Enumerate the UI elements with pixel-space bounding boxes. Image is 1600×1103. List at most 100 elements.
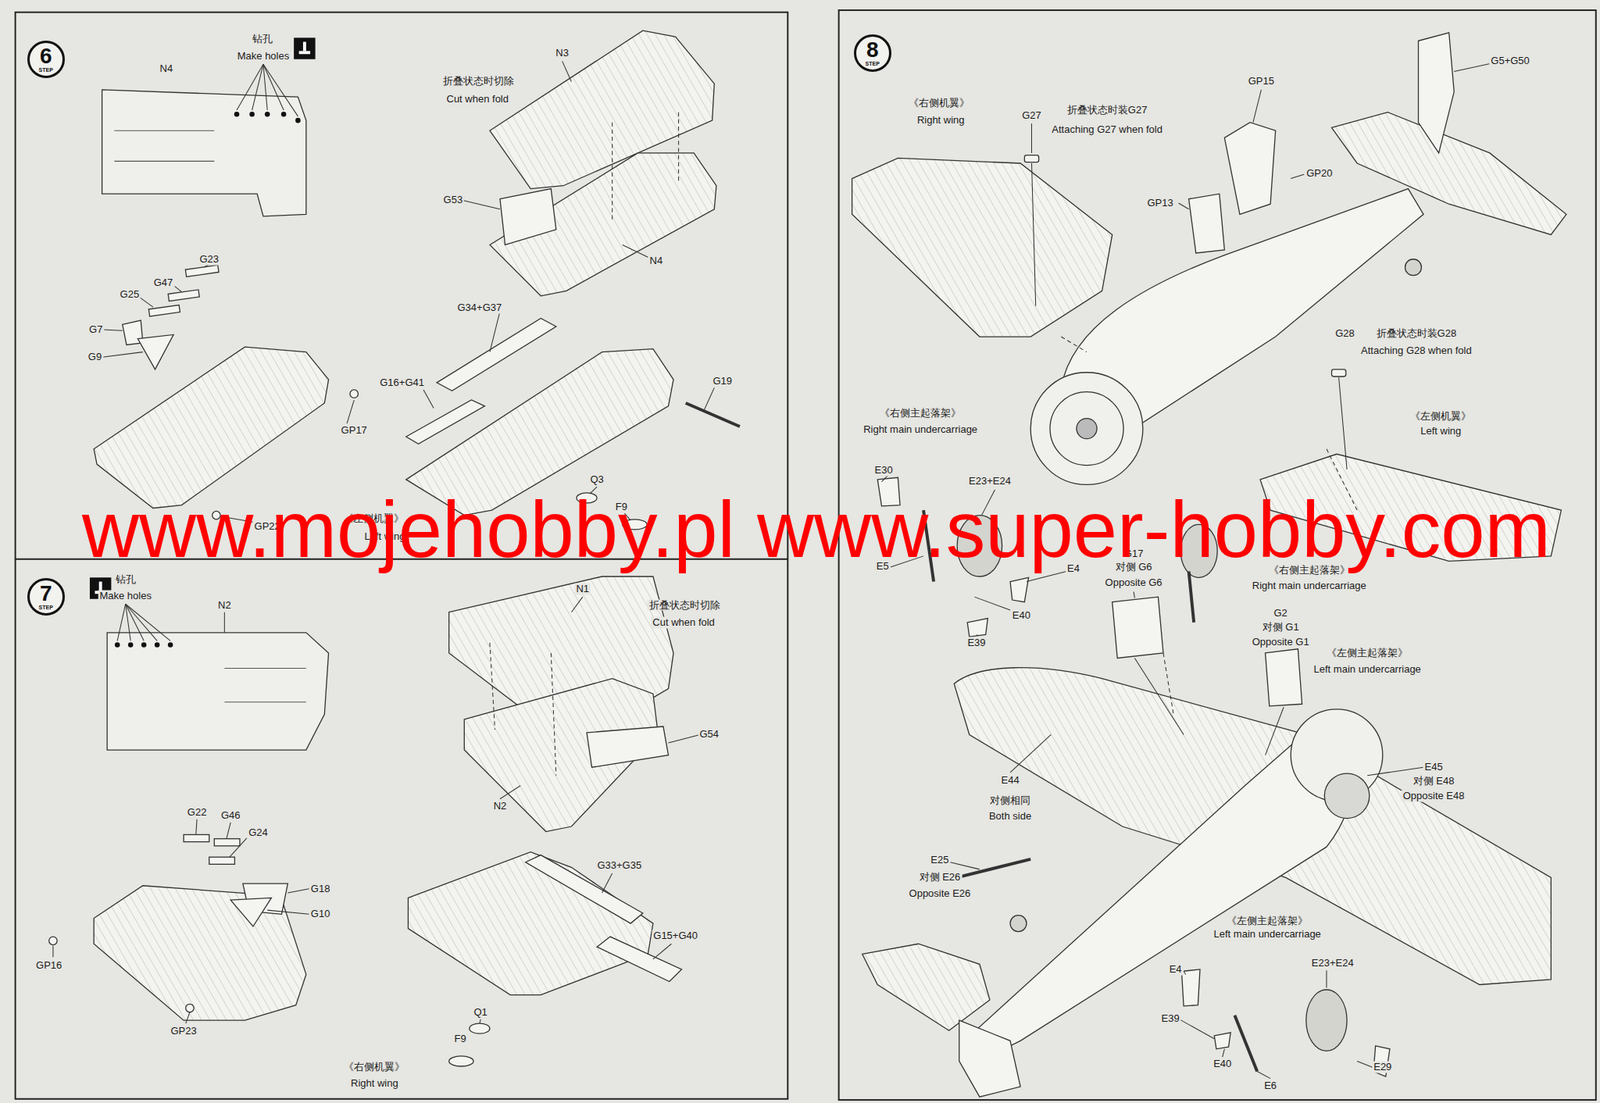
leader-line bbox=[224, 612, 225, 633]
callout-label: GP15 bbox=[1246, 75, 1276, 88]
callout-label: N4 bbox=[158, 62, 175, 75]
callout-label: E45 bbox=[1423, 761, 1445, 774]
leader-line bbox=[974, 596, 1011, 611]
part-outline bbox=[167, 289, 200, 302]
callout-label: F9 bbox=[452, 1032, 468, 1045]
drill-hole bbox=[167, 642, 174, 648]
leader-line bbox=[1357, 1060, 1373, 1068]
engine-cowl bbox=[1076, 418, 1097, 440]
leader-line bbox=[1133, 592, 1135, 599]
drill-icon bbox=[293, 37, 315, 59]
callout-label: 对侧相同 bbox=[988, 795, 1033, 808]
wheel bbox=[1405, 259, 1422, 276]
callout-label: G16+G41 bbox=[378, 376, 426, 389]
part-outline bbox=[214, 839, 240, 847]
alignment-line bbox=[611, 122, 613, 220]
callout-label: N1 bbox=[574, 582, 591, 595]
callout-label: Both side bbox=[987, 810, 1033, 822]
callout-label: G9 bbox=[86, 351, 104, 364]
flat-part bbox=[107, 632, 329, 750]
callout-label: Q1 bbox=[472, 1006, 490, 1018]
callout-label: 折叠状态时切除 bbox=[441, 75, 516, 88]
part-outline bbox=[148, 304, 180, 317]
leader-line bbox=[1453, 63, 1492, 72]
engine-cowl bbox=[1030, 372, 1143, 486]
callout-label: 《左侧机翼》 bbox=[1408, 410, 1473, 422]
callout-label: 对侧 E48 bbox=[1411, 775, 1457, 788]
leader-line bbox=[1031, 123, 1033, 154]
callout-label: Left main undercarriage bbox=[1212, 928, 1323, 941]
callout-label: E25 bbox=[928, 854, 950, 867]
leader-line bbox=[653, 943, 672, 960]
callout-label: G25 bbox=[118, 289, 142, 301]
callout-label: Right main undercarriage bbox=[861, 423, 979, 436]
leader-line bbox=[287, 889, 309, 893]
part-outline bbox=[500, 189, 557, 246]
callout-label: Opposite G6 bbox=[1103, 576, 1165, 589]
leader-line bbox=[263, 64, 298, 117]
callout-label: Cut when fold bbox=[650, 616, 717, 629]
callout-label: E44 bbox=[999, 775, 1021, 787]
leader-line bbox=[668, 734, 700, 743]
leader-line bbox=[125, 603, 158, 641]
part-outline bbox=[350, 389, 358, 398]
part-outline bbox=[1024, 155, 1039, 163]
callout-label: G2 bbox=[1272, 607, 1290, 620]
leader-line bbox=[562, 60, 572, 82]
leader-line bbox=[703, 387, 715, 411]
leader-line bbox=[1183, 971, 1186, 975]
leader-line bbox=[571, 596, 583, 613]
callout-label: Cut when fold bbox=[445, 92, 511, 105]
leader-line bbox=[196, 819, 197, 836]
alignment-line bbox=[1060, 336, 1087, 353]
alignment-line bbox=[1163, 653, 1174, 715]
alignment-line bbox=[550, 653, 557, 776]
callout-label: Make holes bbox=[97, 589, 153, 602]
detail-line bbox=[114, 130, 307, 702]
callout-label: E29 bbox=[1371, 1061, 1393, 1074]
part-outline bbox=[406, 400, 486, 444]
callout-label: G53 bbox=[442, 194, 465, 207]
callout-label: E39 bbox=[1160, 1012, 1182, 1025]
wing-part bbox=[93, 346, 329, 508]
callout-label: E6 bbox=[1262, 1079, 1279, 1092]
leader-line bbox=[489, 310, 500, 352]
callout-label: E4 bbox=[1167, 963, 1184, 975]
callout-label: G10 bbox=[309, 908, 333, 921]
part-outline bbox=[1418, 32, 1455, 154]
callout-label: G27 bbox=[1020, 109, 1043, 122]
callout-label: N2 bbox=[492, 800, 509, 812]
callout-label: 《左侧主起落架》 bbox=[1225, 915, 1310, 928]
callout-label: G5+G50 bbox=[1489, 55, 1532, 68]
callout-label: Left wing bbox=[1418, 425, 1463, 438]
leader-line bbox=[267, 910, 310, 915]
part-outline bbox=[436, 318, 557, 392]
alignment-line bbox=[678, 112, 679, 184]
gear-strut bbox=[1234, 1015, 1258, 1072]
part-outline bbox=[185, 264, 219, 277]
leader-line bbox=[1339, 377, 1347, 470]
callout-label: 折叠状态时装G27 bbox=[1065, 104, 1150, 117]
callout-label: G34+G37 bbox=[456, 302, 504, 315]
leader-line bbox=[976, 634, 978, 636]
part-outline bbox=[596, 936, 682, 982]
callout-label: G28 bbox=[1333, 328, 1357, 340]
callout-label: GP23 bbox=[168, 1025, 198, 1038]
callout-label: G7 bbox=[87, 323, 104, 336]
leader-line bbox=[1177, 1018, 1215, 1040]
drill-icon-mark bbox=[299, 50, 311, 54]
leader-line bbox=[1367, 767, 1424, 775]
callout-label: Attaching G28 when fold bbox=[1359, 345, 1474, 358]
part-outline bbox=[586, 726, 668, 768]
callout-label: G23 bbox=[197, 253, 221, 265]
drill-hole bbox=[281, 111, 287, 118]
callout-label: G15+G40 bbox=[651, 929, 700, 942]
callout-label: Left main undercarriage bbox=[1312, 663, 1423, 675]
gear-strut bbox=[1189, 571, 1195, 622]
callout-label: E23+E24 bbox=[967, 475, 1013, 488]
wing-part bbox=[862, 943, 990, 1031]
step-tag: STEP bbox=[39, 67, 54, 73]
leader-line bbox=[1253, 89, 1261, 123]
drill-hole bbox=[234, 111, 240, 118]
callout-label: 折叠状态时切除 bbox=[647, 599, 722, 611]
